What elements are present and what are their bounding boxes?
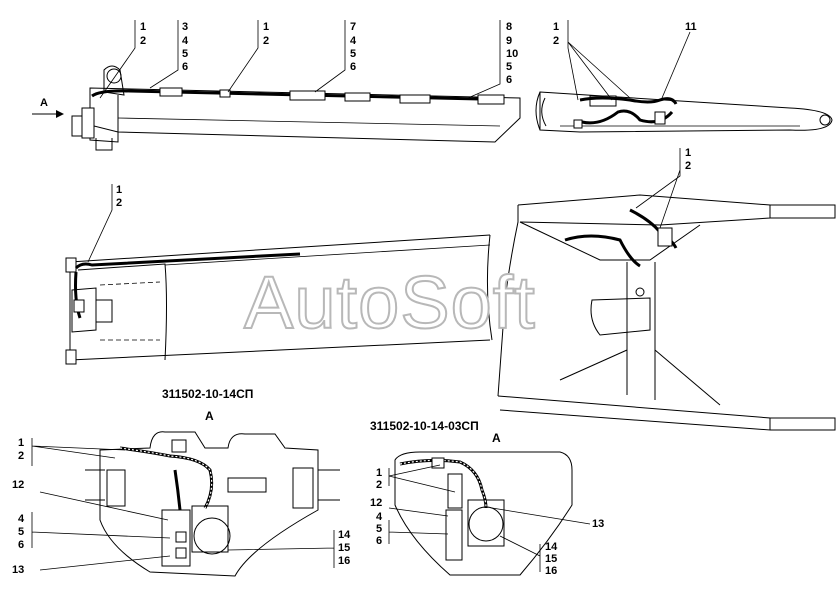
watermark-text: AutoSoft <box>244 261 536 344</box>
callout-bl-141516-2: 15 <box>338 542 350 554</box>
callout-br-12-1: 1 <box>376 467 382 479</box>
callout-top-b-2: 4 <box>182 35 189 47</box>
view-label-right: A <box>492 431 501 445</box>
callout-top-b-4: 6 <box>182 61 188 73</box>
callout-br-single-12: 12 <box>370 497 382 509</box>
callout-top-a-1: 1 <box>140 21 146 33</box>
callout-top-d-1: 7 <box>350 21 356 33</box>
callout-br-141516-3: 16 <box>545 565 557 577</box>
callout-bl-single-12: 12 <box>12 479 24 491</box>
callout-top-a-2: 2 <box>140 35 146 47</box>
view-label-left: A <box>205 409 214 423</box>
callout-top-c-1: 1 <box>263 21 269 33</box>
callout-mid-left-1: 1 <box>116 184 122 196</box>
callout-top-e-2: 9 <box>506 35 512 47</box>
callout-bl-single-13: 13 <box>12 564 24 576</box>
callout-mid-right-2: 2 <box>685 160 691 172</box>
callout-top-d-4: 6 <box>350 61 356 73</box>
callout-bl-12-1: 1 <box>18 437 24 449</box>
view-arrow-label: A <box>40 97 48 109</box>
callout-top-f-1: 1 <box>553 21 559 33</box>
callout-br-single-13: 13 <box>592 518 604 530</box>
callout-top-e-3: 10 <box>506 48 518 60</box>
leader-lines <box>31 20 691 572</box>
middle-left-boom <box>65 234 493 365</box>
callout-bl-141516-1: 14 <box>338 529 351 541</box>
callout-br-456-2: 5 <box>376 523 382 535</box>
callout-top-d-2: 4 <box>350 35 357 47</box>
caption-left: 311502-10-14СП <box>162 387 253 401</box>
callout-top-e-5: 6 <box>506 74 512 86</box>
bottom-right-detail-a <box>394 451 573 576</box>
callout-bl-456-3: 6 <box>18 539 24 551</box>
callout-br-141516-2: 15 <box>545 553 557 565</box>
top-left-boom <box>71 65 521 151</box>
callout-top-d-3: 5 <box>350 48 356 60</box>
caption-right: 311502-10-14-03СП <box>370 419 479 433</box>
callout-bl-456-1: 4 <box>18 513 25 525</box>
callout-top-e-4: 5 <box>506 61 512 73</box>
callout-top-c-2: 2 <box>263 35 269 47</box>
callout-mid-right-1: 1 <box>685 147 691 159</box>
middle-right-truss <box>497 194 836 431</box>
top-right-boom-end <box>535 91 833 133</box>
callout-top-e-1: 8 <box>506 21 512 33</box>
bottom-left-detail-a <box>85 431 340 577</box>
callout-top-f-2: 2 <box>553 35 559 47</box>
callout-bl-12-2: 2 <box>18 450 24 462</box>
callout-top-g: 11 <box>685 21 697 33</box>
callout-br-456-1: 4 <box>376 511 383 523</box>
callout-mid-left-2: 2 <box>116 197 122 209</box>
callout-top-b-3: 5 <box>182 48 188 60</box>
callout-br-141516-1: 14 <box>545 541 558 553</box>
callout-labels: A 1 2 3 4 5 6 1 2 7 4 5 6 8 9 10 5 6 1 2… <box>12 21 697 577</box>
callout-bl-456-2: 5 <box>18 526 24 538</box>
callout-br-456-3: 6 <box>376 535 382 547</box>
callout-bl-141516-3: 16 <box>338 555 350 567</box>
callout-top-b-1: 3 <box>182 21 188 33</box>
callout-br-12-2: 2 <box>376 479 382 491</box>
